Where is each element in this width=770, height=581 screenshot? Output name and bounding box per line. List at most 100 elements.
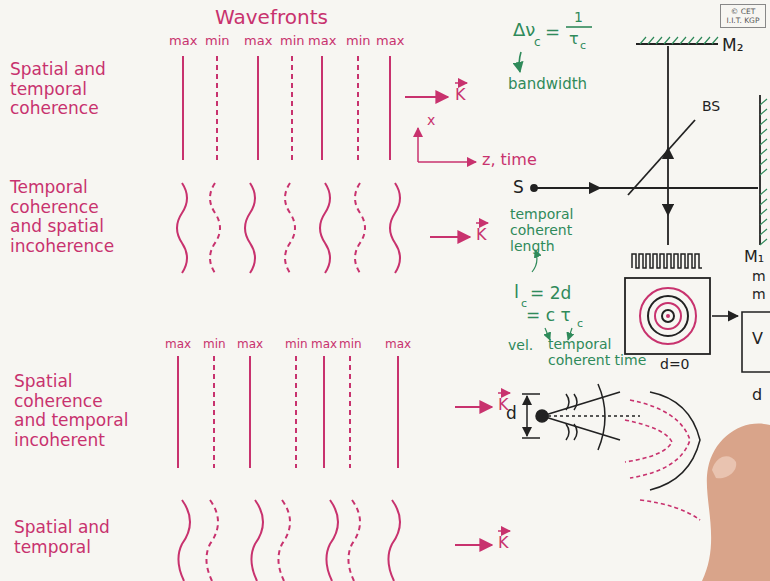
wavefront-max [320,183,330,273]
row-label: Spatial and temporal [14,518,114,557]
equation-term: = c τ [526,306,571,326]
wavefront-min [216,56,218,160]
fringe-ring [662,310,674,322]
axis-x [417,128,419,162]
wavefront [206,500,218,581]
watermark-text: © CET I.I.T. KGP [724,7,762,25]
k-arrow [455,544,492,546]
note: temporal coherent length [510,206,582,254]
wavefront-min [357,56,359,160]
fringe-ring [640,288,696,344]
row-label: Spatial and temporal coherence [10,60,110,119]
wavefront-max [245,183,255,273]
axis-label: z, time [482,151,537,169]
note: vel. [508,337,533,353]
pulse-train [632,254,702,268]
mirror-m1 [759,95,761,245]
wavefront-min [291,56,293,160]
fringe-curve [625,420,672,462]
wave-label: min [280,34,305,49]
fringe-screen [625,278,710,354]
wave-label: min [285,338,308,352]
visibility-label: V [752,330,763,348]
note: m [752,268,766,284]
wavefront-min [213,356,215,468]
wavefront [251,500,263,581]
note: d=0 [660,356,690,372]
fringe-curve [630,400,690,478]
wave-label: min [205,34,230,49]
wavefront [348,500,360,581]
wavefront [278,500,290,581]
equation-term: 1 [574,9,583,25]
beam [667,148,669,188]
k-arrow [405,96,448,98]
wave-label: max [376,34,404,49]
hand [702,424,770,581]
wavefront-min [285,183,295,273]
wavelets [566,394,577,440]
beam [667,188,669,215]
wavefront-max [321,56,323,160]
equation-term: Δν [513,20,535,41]
wave-label: max [244,34,272,49]
wavefront-max [323,356,325,468]
heading: Wavefronts [215,6,328,29]
wave-label: min [203,338,226,352]
equation-term: = 2d [530,284,571,304]
wavefront-max [182,56,184,160]
vector-label: K [498,534,509,552]
fringe-outline [650,392,700,490]
ray [542,392,620,416]
visibility-box [742,312,770,372]
note: temporal coherent time [548,336,658,368]
row-label: Temporal coherence and spatial incoheren… [10,178,120,256]
mirror-hatching [760,99,767,245]
fringe-center [666,314,670,318]
vector-overarrow [455,82,467,84]
wavefront-max [390,183,400,273]
beam-splitter [628,120,695,195]
source-label: S [513,178,524,198]
wave-label: max [169,34,197,49]
wave-label: max [311,338,337,352]
dimension-tick [522,437,540,439]
equation-subscript: c [580,40,586,53]
wavefront-min [355,183,365,273]
fringe-ring [655,303,681,329]
beam [534,187,600,189]
wavefront-max [257,56,259,160]
equation-subscript: c [534,36,541,50]
dimension-label: d [506,404,517,424]
beam [600,187,758,189]
note: bandwidth [508,76,587,93]
source-dot [531,185,537,191]
wavefront-max [397,356,399,468]
mirror-label: M₁ [744,248,764,266]
wavefront-max [249,356,251,468]
k-arrow [455,406,492,408]
wavefront [326,500,338,581]
mirror-hatching [640,37,718,44]
fringe-ring [648,296,688,336]
wavefront [388,500,400,581]
dimension-line [526,396,528,436]
wave-label: max [165,338,191,352]
wavefront-min [349,356,351,468]
fingernail [712,456,736,478]
wavefront [178,500,190,581]
mirror-label: M₂ [722,36,743,56]
dimension-tick [522,393,540,395]
fringe-curve [640,500,700,520]
axis [548,415,640,417]
arrow [712,315,738,317]
wave-label: max [237,338,263,352]
watermark-box: © CET I.I.T. KGP [720,4,766,28]
pointer-arrow [519,52,521,72]
beam [667,215,669,245]
wavefront-max [389,56,391,160]
wavefront-max [177,183,187,273]
